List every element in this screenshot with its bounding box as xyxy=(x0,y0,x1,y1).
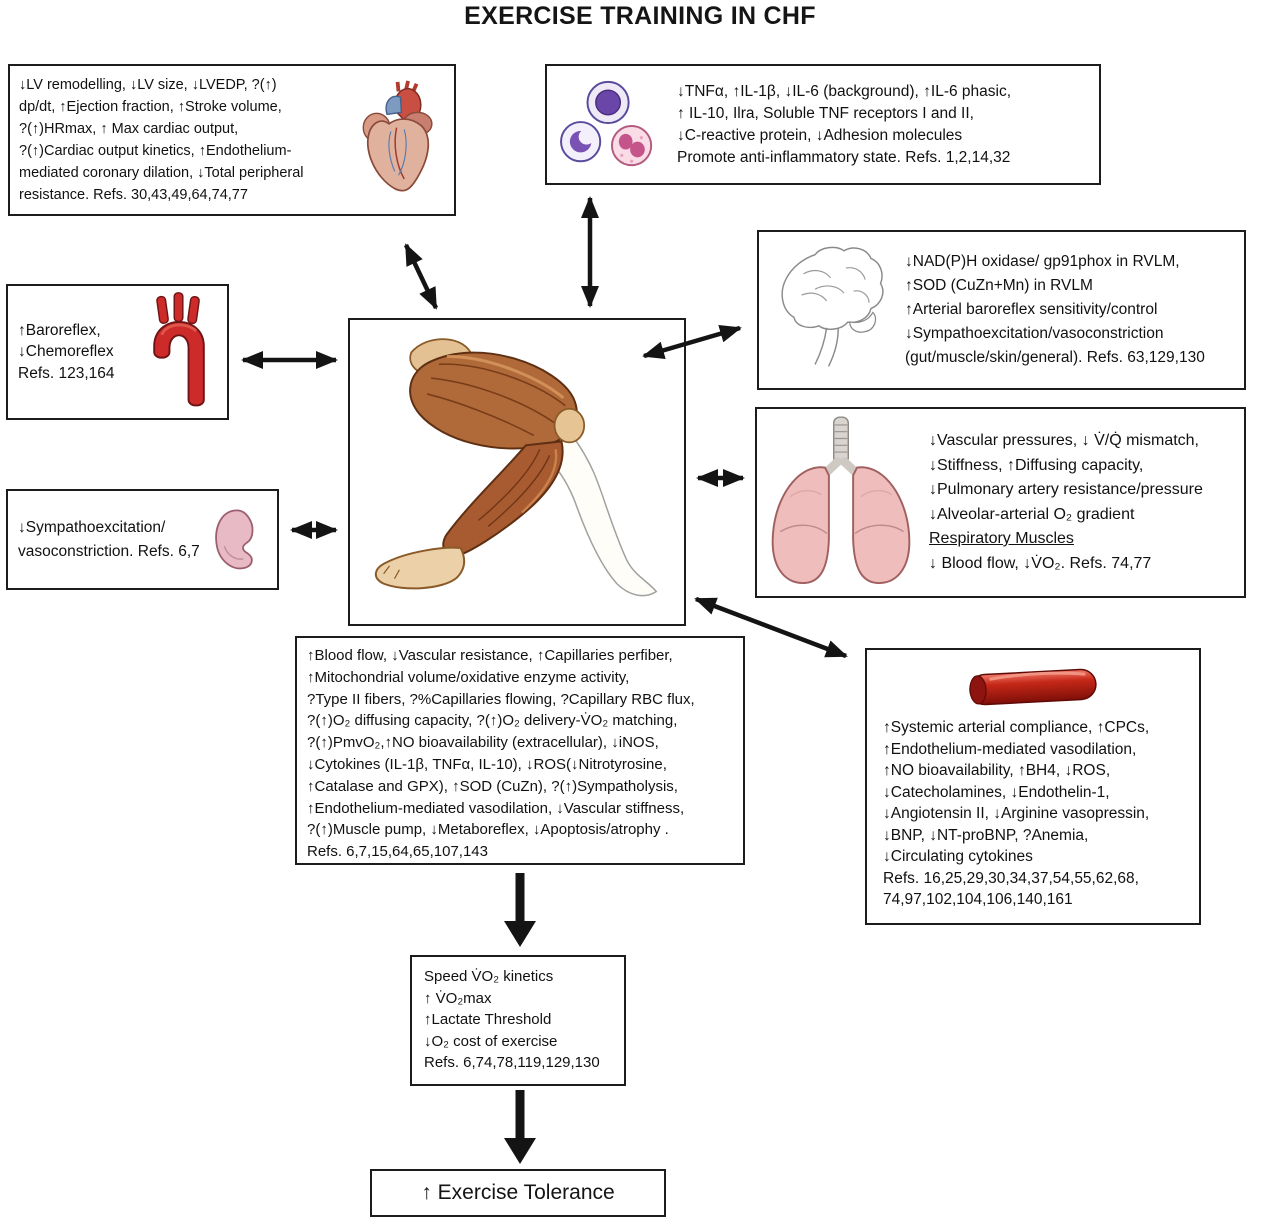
text-line: ?(↑)PmvO₂,↑NO bioavailability (extracell… xyxy=(307,734,659,752)
text-line: ?Type II fibers, ?%Capillaries flowing, … xyxy=(307,690,695,708)
arrow-kinetics-to-tolerance xyxy=(504,1090,536,1164)
text-line: ↑Baroreflex, xyxy=(18,321,101,339)
text-line: ↓Circulating cytokines xyxy=(883,848,1033,865)
text-line: ↓Catecholamines, ↓Endothelin-1, xyxy=(883,783,1110,801)
baroreflex-box: ↑Baroreflex, ↓Chemoreflex Refs. 123,164 xyxy=(6,284,229,420)
text-line: Refs. 16,25,29,30,34,37,54,55,62,68, xyxy=(883,869,1139,887)
exercise-tolerance-label: ↑ Exercise Tolerance xyxy=(421,1181,615,1204)
text-line: ↑SOD (CuZn+Mn) in RVLM xyxy=(905,277,1093,294)
pulmonary-effects-text: ↓Vascular pressures, ↓ V̇/Q̇ mismatch, ↓… xyxy=(921,429,1203,576)
text-line: ↑Catalase and GPX), ↑SOD (CuZn), ?(↑)Sym… xyxy=(307,777,678,795)
text-line: Speed V̇O₂ kinetics xyxy=(424,968,554,985)
page-title: EXERCISE TRAINING IN CHF xyxy=(464,2,816,30)
exercise-tolerance-box: ↑ Exercise Tolerance xyxy=(370,1169,666,1217)
vascular-effects-text: ↑Systemic arterial compliance, ↑CPCs, ↑E… xyxy=(867,717,1199,911)
aorta-icon xyxy=(153,292,205,407)
text-line: ↑Systemic arterial compliance, ↑CPCs, xyxy=(883,719,1150,736)
text-line: ↓C-reactive protein, ↓Adhesion molecules xyxy=(677,126,963,144)
muscle-effects-box: ↑Blood flow, ↓Vascular resistance, ↑Capi… xyxy=(295,636,745,865)
text-line: ↓Cytokines (IL-1β, TNFα, IL-10), ↓ROS(↓N… xyxy=(307,755,667,773)
text-line: vasoconstriction. Refs. 6,7 xyxy=(18,542,200,560)
text-line: Promote anti-inflammatory state. Refs. 1… xyxy=(677,148,1011,166)
vascular-effects-box: ↑Systemic arterial compliance, ↑CPCs, ↑E… xyxy=(865,648,1201,925)
text-line: ↓TNFα, ↑IL-1β, ↓IL-6 (background), ↑IL-6… xyxy=(677,82,1012,100)
text-line: ?(↑)Muscle pump, ↓Metaboreflex, ↓Apoptos… xyxy=(307,821,669,839)
text-line: ↓BNP, ↓NT-proBNP, ?Anemia, xyxy=(883,826,1089,844)
kidney-icon xyxy=(215,509,254,569)
skeletal-muscle-box xyxy=(348,318,686,626)
text-line: ↑Arterial baroreflex sensitivity/control xyxy=(905,301,1158,318)
text-line: 74,97,102,104,106,140,161 xyxy=(883,891,1073,908)
text-line: ↑NO bioavailability, ↑BH4, ↓ROS, xyxy=(883,762,1111,779)
text-line: Refs. 123,164 xyxy=(18,364,115,382)
text-line: ↓NAD(P)H oxidase/ gp91phox in RVLM, xyxy=(905,253,1180,270)
muscle-effects-text: ↑Blood flow, ↓Vascular resistance, ↑Capi… xyxy=(297,638,743,863)
text-line: Refs. 6,74,78,119,129,130 xyxy=(424,1054,600,1071)
text-line: ↑Lactate Threshold xyxy=(424,1011,552,1028)
brain-effects-text: ↓NAD(P)H oxidase/ gp91phox in RVLM, ↑SOD… xyxy=(895,250,1205,370)
text-line: dp/dt, ↑Ejection fraction, ↑Stroke volum… xyxy=(19,99,282,115)
text-line: Refs. 6,7,15,64,65,107,143 xyxy=(307,843,488,861)
text-line: ↓Sympathoexcitation/vasoconstriction xyxy=(905,325,1164,342)
text-line: ↑Mitochondrial volume/oxidative enzyme a… xyxy=(307,668,630,686)
vo2-kinetics-box: Speed V̇O₂ kinetics ↑ V̇O₂max ↑Lactate T… xyxy=(410,955,626,1086)
text-line: ↓Sympathoexcitation/ xyxy=(18,518,166,536)
text-line: ↑Endothelium-mediated vasodilation, ↓Vas… xyxy=(307,799,685,817)
renal-effects-box: ↓Sympathoexcitation/ vasoconstriction. R… xyxy=(6,489,279,590)
text-line: (gut/muscle/skin/general). Refs. 63,129,… xyxy=(905,349,1205,366)
immune-cells-icon xyxy=(560,80,653,166)
text-line: ↓Angiotensin II, ↓Arginine vasopressin, xyxy=(883,805,1150,822)
text-line: ↓Chemoreflex xyxy=(18,343,114,361)
blood-vessel-icon xyxy=(969,668,1097,706)
text-line: ↓Stiffness, ↑Diffusing capacity, xyxy=(929,456,1144,474)
text-line: ↑ IL-10, Ilra, Soluble TNF receptors I a… xyxy=(677,104,974,122)
cardiac-effects-box: ↓LV remodelling, ↓LV size, ↓LVEDP, ?(↑) … xyxy=(8,64,456,216)
respiratory-muscles-heading: Respiratory Muscles xyxy=(929,530,1074,547)
arrow-muscle-to-kinetics xyxy=(504,873,536,947)
baroreflex-text: ↑Baroreflex, ↓Chemoreflex Refs. 123,164 xyxy=(8,320,139,385)
brain-effects-box: ↓NAD(P)H oxidase/ gp91phox in RVLM, ↑SOD… xyxy=(757,230,1246,390)
text-line: mediated coronary dilation, ↓Total perip… xyxy=(19,165,304,181)
vo2-kinetics-text: Speed V̇O₂ kinetics ↑ V̇O₂max ↑Lactate T… xyxy=(412,957,624,1074)
pulmonary-effects-box: ↓Vascular pressures, ↓ V̇/Q̇ mismatch, ↓… xyxy=(755,407,1246,598)
text-line: ↓Pulmonary artery resistance/pressure xyxy=(929,481,1203,498)
arrow-heart-central xyxy=(403,243,439,310)
text-line: ↑Endothelium-mediated vasodilation, xyxy=(883,740,1137,758)
cardiac-effects-text: ↓LV remodelling, ↓LV size, ↓LVEDP, ?(↑) … xyxy=(10,68,349,212)
text-line: ?(↑)O₂ diffusing capacity, ?(↑)O₂ delive… xyxy=(307,712,678,730)
heart-icon xyxy=(362,80,433,192)
brain-icon xyxy=(781,246,884,367)
leg-muscle-icon xyxy=(374,338,658,597)
text-line: ↓ Blood flow, ↓V̇O₂. Refs. 74,77 xyxy=(929,554,1152,572)
text-line: ?(↑)Cardiac output kinetics, ↑Endotheliu… xyxy=(19,143,292,159)
text-line: ↓O₂ cost of exercise xyxy=(424,1032,558,1050)
renal-effects-text: ↓Sympathoexcitation/ vasoconstriction. R… xyxy=(8,516,211,564)
text-line: ?(↑)HRmax, ↑ Max cardiac output, xyxy=(19,121,239,137)
lungs-icon xyxy=(771,415,911,584)
text-line: ↓Vascular pressures, ↓ V̇/Q̇ mismatch, xyxy=(929,432,1199,449)
text-line: ↑ V̇O₂max xyxy=(424,989,492,1007)
text-line: ↓LV remodelling, ↓LV size, ↓LVEDP, ?(↑) xyxy=(19,77,277,93)
text-line: ↓Alveolar-arterial O₂ gradient xyxy=(929,505,1135,523)
text-line: ↑Blood flow, ↓Vascular resistance, ↑Capi… xyxy=(307,647,673,664)
inflammation-effects-box: ↓TNFα, ↑IL-1β, ↓IL-6 (background), ↑IL-6… xyxy=(545,64,1101,185)
text-line: resistance. Refs. 30,43,49,64,74,77 xyxy=(19,187,248,203)
inflammation-effects-text: ↓TNFα, ↑IL-1β, ↓IL-6 (background), ↑IL-6… xyxy=(665,81,1011,169)
